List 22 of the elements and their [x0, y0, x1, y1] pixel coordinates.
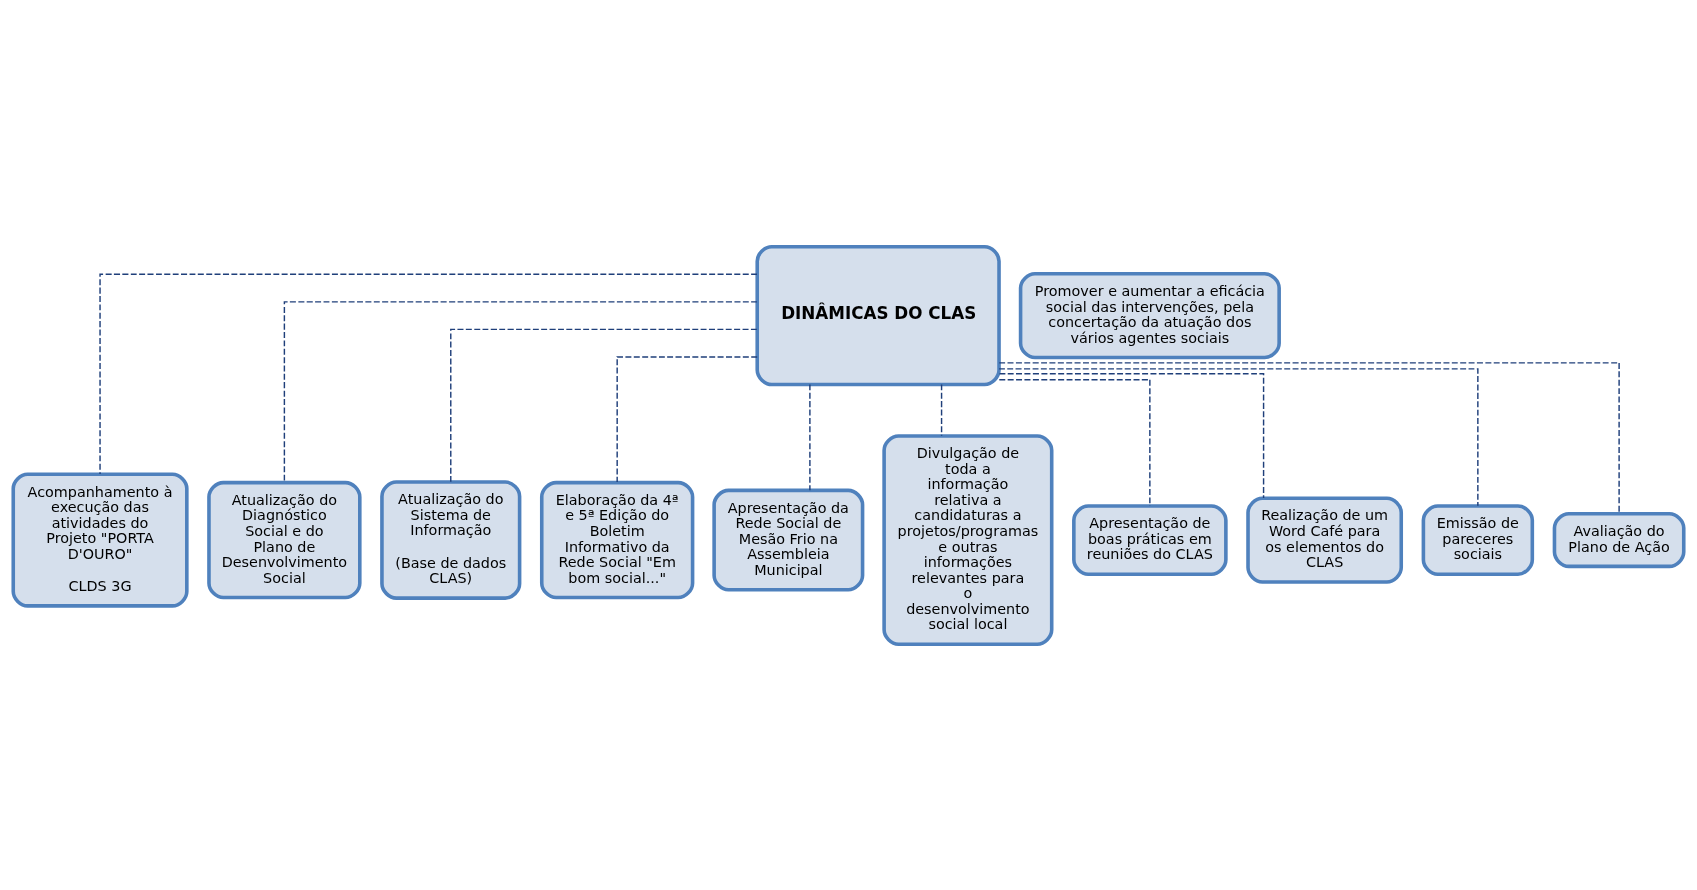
connector [998, 372, 1265, 499]
connector [616, 355, 758, 483]
connector [940, 383, 943, 437]
node-box: Promover e aumentar a eficácia social das intervenções, pela concertação da atuação dos vários agentes sociais [1018, 271, 1281, 359]
connector [998, 367, 1479, 507]
node-box: Elaboração da 4ª e 5ª Edição do Boletim Informativo da Rede Social "Em bom social..." [539, 480, 695, 599]
node-box: Realização de um Word Café para os elementos do CLAS [1246, 495, 1404, 584]
connector [998, 361, 1620, 514]
connector [99, 273, 758, 475]
node-box: Atualização do Sistema de Informação (Base de dados CLAS) [380, 479, 522, 600]
node-box: Acompanhamento à execução das atividades do Projeto "PORTA D'OURO" CLDS 3G [11, 471, 189, 608]
connector [998, 378, 1151, 506]
node-box: Apresentação da Rede Social de Mesão Frio na Assembleia Municipal [712, 488, 865, 592]
node-box: Divulgação de toda a informação relativa a candidaturas a projetos/programas e outras informações relevantes para o desenvolvimento social local [882, 433, 1054, 646]
connector [283, 300, 758, 483]
connector [450, 328, 758, 483]
connector [809, 383, 811, 491]
node-box: Atualização do Diagnóstico Social e do Plano de Desenvolvimento Social [207, 480, 362, 599]
node-box: Avaliação do Plano de Ação [1552, 511, 1686, 568]
node-box: Emissão de pareceres sociais [1421, 503, 1535, 576]
node-box: DINÂMICAS DO CLAS [755, 244, 1001, 386]
node-box: Apresentação de boas práticas em reuniões do CLAS [1072, 503, 1228, 576]
